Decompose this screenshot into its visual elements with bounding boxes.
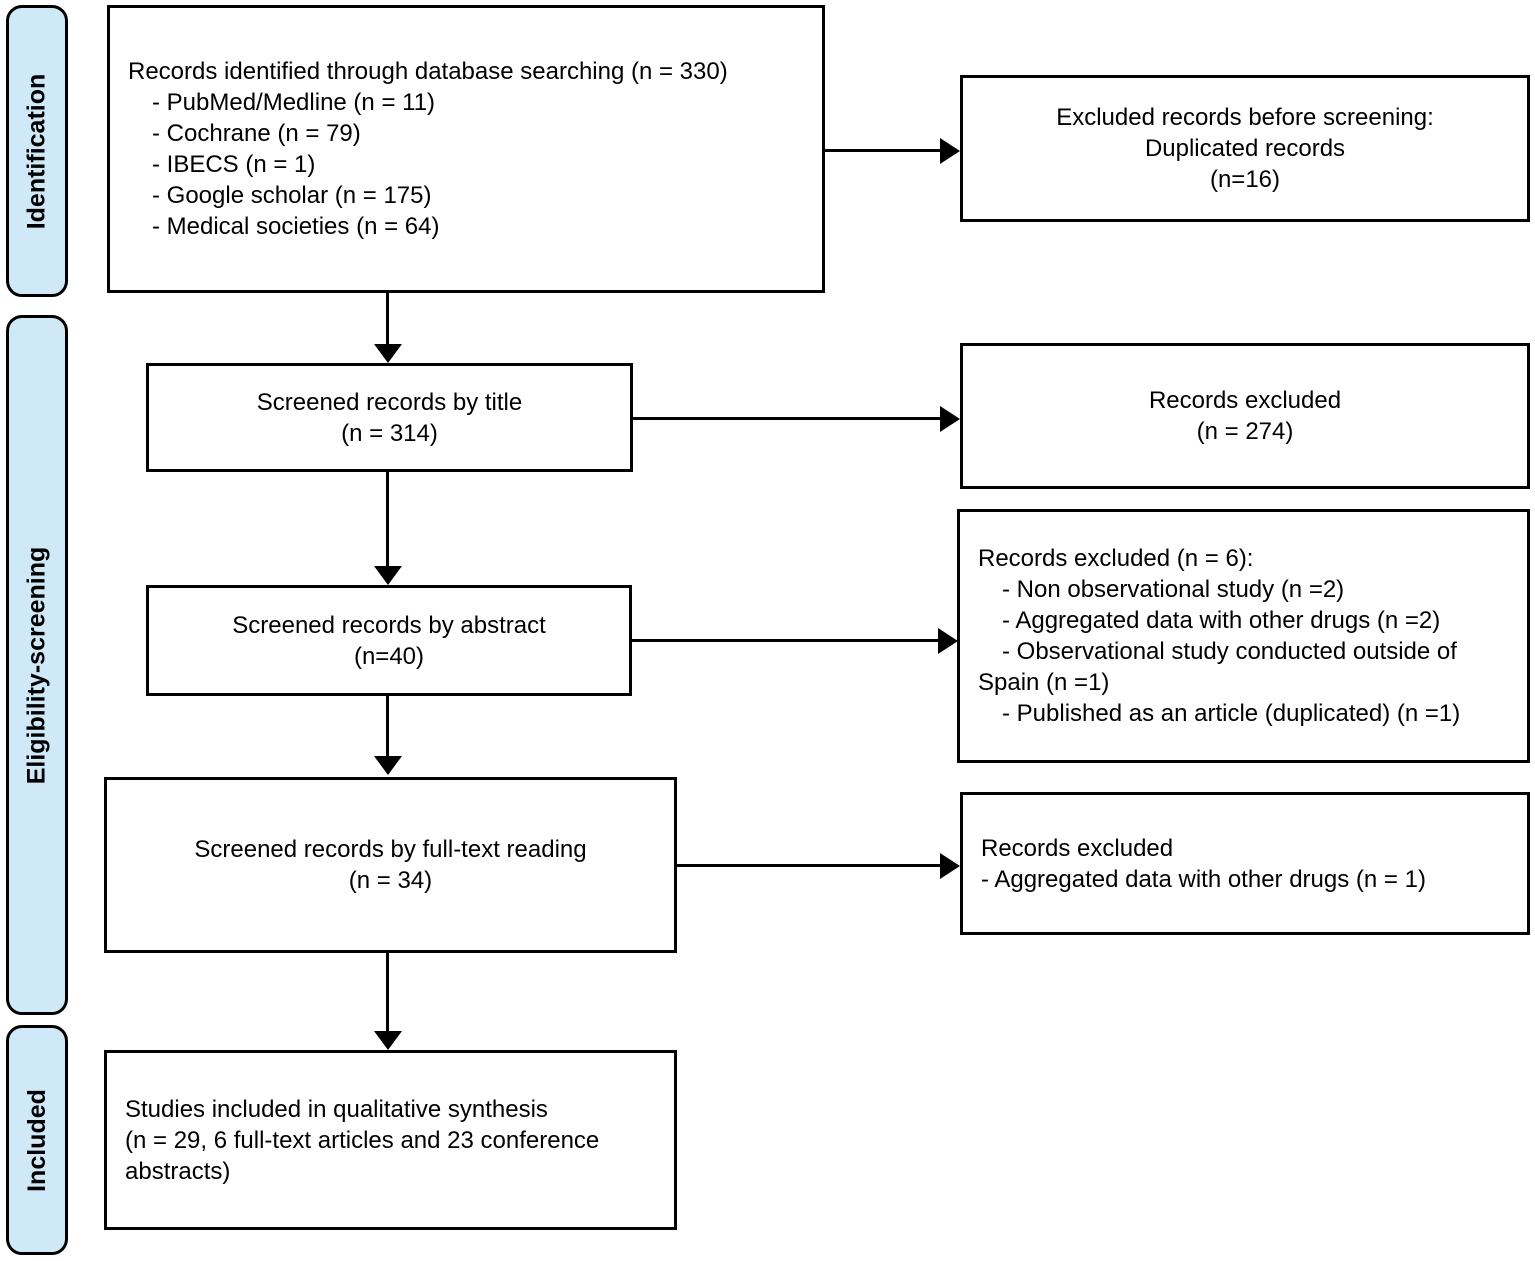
- stage-eligibility-screening: Eligibility-screening: [6, 315, 68, 1015]
- stage-identification-label: Identification: [22, 73, 51, 229]
- arrow-right-abstract-to-excluded: [632, 627, 958, 654]
- arrow-down-identified-to-title-screen: [373, 293, 402, 363]
- box-text-line: Screened records by full-text reading: [194, 836, 587, 863]
- box-text-line: Screened records by abstract: [232, 611, 546, 639]
- arrow-right-identified-to-duplicates: [825, 137, 960, 164]
- arrow-right-fulltext-to-excluded: [677, 852, 960, 879]
- box-text-line: (n = 274): [1196, 418, 1294, 445]
- box-records-identified-title: Records identified through database sear…: [128, 58, 728, 85]
- box-text-line: Screened records by title: [256, 388, 523, 416]
- box-text-line: (n = 29, 6 full-text articles and 23 con…: [125, 1126, 600, 1185]
- box-text-line: (n = 314): [341, 419, 438, 447]
- box-excluded-duplicates: Excluded records before screening: Dupli…: [960, 75, 1530, 222]
- list-item: - Medical societies (n = 64): [152, 213, 440, 240]
- list-item: - Cochrane (n = 79): [152, 120, 361, 147]
- box-text-line: Studies included in qualitative synthesi…: [125, 1095, 548, 1123]
- box-text-line: - Aggregated data with other drugs (n = …: [981, 865, 1426, 893]
- box-records-identified: Records identified through database sear…: [107, 5, 825, 293]
- list-item: - Observational study conducted outside …: [978, 638, 1457, 696]
- box-screened-by-title: Screened records by title (n = 314): [146, 363, 633, 472]
- arrow-down-fulltext-to-included: [373, 952, 402, 1050]
- list-item: - Google scholar (n = 175): [152, 182, 432, 209]
- box-text-line: (n=16): [1209, 166, 1281, 193]
- list-item: - Non observational study (n =2): [1002, 576, 1345, 603]
- box-records-excluded-abstract: Records excluded (n = 6): - Non observat…: [957, 509, 1530, 763]
- box-text-line: Records excluded: [981, 834, 1174, 862]
- list-item: - IBECS (n = 1): [152, 151, 316, 178]
- box-records-excluded-fulltext: Records excluded - Aggregated data with …: [960, 792, 1530, 935]
- box-text-line: Records excluded: [1148, 387, 1342, 414]
- box-screened-by-abstract: Screened records by abstract (n=40): [146, 585, 632, 696]
- stage-identification: Identification: [6, 5, 68, 297]
- box-records-excluded-title: Records excluded (n = 274): [960, 343, 1530, 489]
- box-text-line: Duplicated records: [1144, 135, 1346, 162]
- box-records-excluded-abstract-title: Records excluded (n = 6):: [978, 545, 1254, 572]
- arrow-right-title-to-excluded: [633, 405, 960, 432]
- stage-included: Included: [6, 1025, 68, 1255]
- list-item: - PubMed/Medline (n = 11): [152, 89, 436, 116]
- box-text-line: Excluded records before screening:: [1056, 104, 1434, 131]
- box-studies-included: Studies included in qualitative synthesi…: [104, 1050, 677, 1230]
- list-item: - Published as an article (duplicated) (…: [1002, 700, 1461, 727]
- arrow-down-abstract-to-fulltext-screen: [373, 696, 402, 775]
- box-screened-by-fulltext: Screened records by full-text reading (n…: [104, 777, 677, 953]
- box-text-line: (n=40): [353, 642, 425, 670]
- stage-included-label: Included: [22, 1088, 51, 1192]
- box-text-line: (n = 34): [348, 867, 433, 894]
- stage-eligibility-screening-label: Eligibility-screening: [22, 546, 51, 784]
- arrow-down-title-to-abstract-screen: [373, 472, 402, 585]
- list-item: - Aggregated data with other drugs (n =2…: [1002, 607, 1441, 634]
